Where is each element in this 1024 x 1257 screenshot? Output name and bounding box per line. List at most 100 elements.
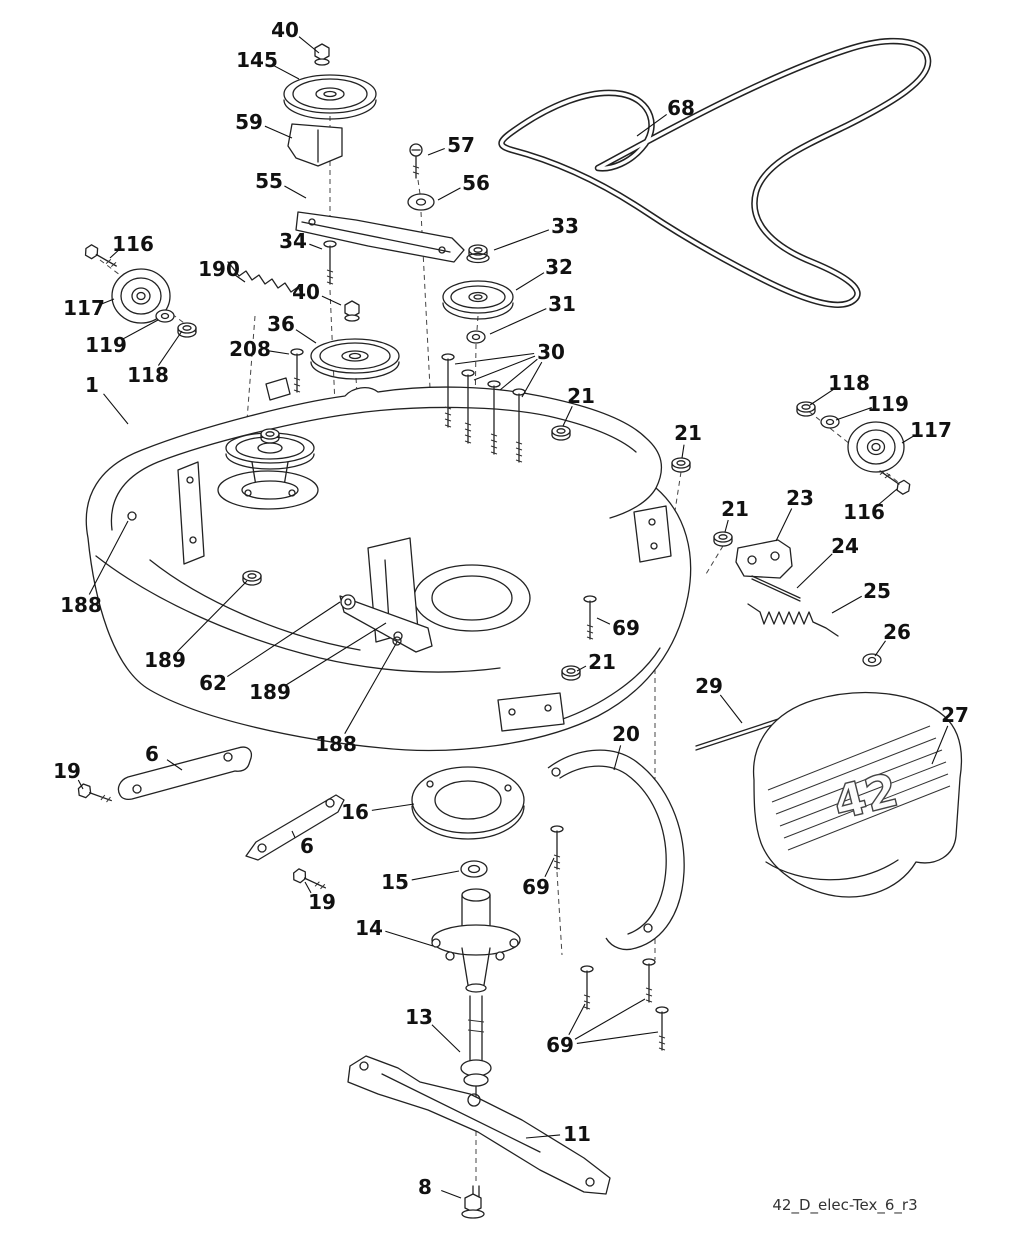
callout-118: 118	[127, 363, 169, 387]
callout-13: 13	[405, 1005, 433, 1029]
leader-line	[166, 759, 183, 771]
bracket-23	[735, 539, 793, 579]
callout-32: 32	[545, 255, 573, 279]
callout-23: 23	[786, 486, 814, 510]
callout-59: 59	[235, 110, 263, 134]
leader-line	[157, 330, 183, 366]
callout-27: 27	[941, 703, 969, 727]
washer-56	[407, 193, 435, 211]
leader-line	[544, 857, 555, 878]
nut-40-b	[344, 300, 360, 322]
callout-26: 26	[883, 620, 911, 644]
callout-30: 30	[537, 340, 565, 364]
callout-55: 55	[255, 169, 283, 193]
bracket-6-right	[245, 794, 345, 861]
callout-119: 119	[85, 333, 127, 357]
callout-69: 69	[546, 1033, 574, 1057]
leader-line	[103, 393, 129, 425]
callout-15: 15	[381, 870, 409, 894]
leader-line	[931, 725, 949, 765]
baffle-20	[547, 749, 685, 951]
leader-line	[321, 295, 342, 306]
leader-line	[562, 406, 573, 427]
leader-line	[411, 870, 460, 881]
cover-ring-16	[411, 766, 525, 840]
spring-190	[227, 261, 303, 296]
leader-line	[724, 519, 729, 533]
callout-6: 6	[300, 834, 314, 858]
nut-21-b	[671, 457, 691, 473]
leader-line	[835, 407, 872, 421]
leader-line	[796, 553, 833, 589]
washer-26	[862, 653, 882, 667]
blade-11	[347, 1055, 611, 1195]
leader-line	[493, 229, 550, 251]
callout-57: 57	[447, 133, 475, 157]
callout-40: 40	[271, 18, 299, 42]
leader-line	[454, 352, 535, 365]
leader-line	[176, 580, 248, 653]
leader-line	[568, 1003, 586, 1036]
callout-69: 69	[612, 616, 640, 640]
bolt-208	[290, 348, 304, 393]
leader-line	[489, 308, 547, 335]
callout-117: 117	[910, 418, 952, 442]
callout-56: 56	[462, 171, 490, 195]
leader-line	[831, 595, 862, 614]
callout-69: 69	[522, 875, 550, 899]
nut-21-c	[713, 531, 733, 547]
callout-24: 24	[831, 534, 859, 558]
callout-208: 208	[229, 337, 271, 361]
deck-spindle-assembly	[225, 428, 315, 500]
callout-188: 188	[315, 732, 357, 756]
nut-33	[468, 244, 488, 260]
leader-line	[88, 520, 129, 595]
gauge-wheel-left-group	[82, 242, 197, 338]
idler-pulley-36	[310, 338, 400, 380]
leader-line	[298, 36, 320, 54]
leader-line	[499, 358, 538, 391]
callout-189: 189	[249, 680, 291, 704]
leader-line	[636, 113, 667, 137]
callout-6: 6	[145, 742, 159, 766]
leader-line	[304, 881, 312, 894]
leader-line	[473, 355, 536, 381]
bolt-69-b	[550, 825, 564, 870]
leader-line	[227, 601, 341, 678]
callout-33: 33	[551, 214, 579, 238]
callout-11: 11	[563, 1122, 591, 1146]
callout-118: 118	[828, 371, 870, 395]
callout-21: 21	[721, 497, 749, 521]
callout-145: 145	[236, 48, 278, 72]
leader-line	[596, 617, 611, 625]
mower-deck-shell	[85, 377, 692, 752]
washer-119-left	[155, 309, 175, 323]
leader-line	[291, 830, 296, 838]
leader-line	[371, 803, 415, 811]
drive-belt	[498, 37, 932, 309]
callout-36: 36	[267, 312, 295, 336]
callout-31: 31	[548, 292, 576, 316]
leader-line	[576, 665, 587, 672]
callout-21: 21	[567, 384, 595, 408]
idler-pulley-145-group	[283, 43, 377, 167]
leader-line	[266, 349, 290, 355]
deck-cover-27: 42	[752, 691, 963, 898]
bearing-15	[460, 860, 488, 878]
leader-line	[109, 249, 119, 259]
leader-line	[574, 998, 646, 1040]
callout-188: 188	[60, 593, 102, 617]
callout-62: 62	[199, 671, 227, 695]
gauge-wheel-right-group	[796, 401, 913, 497]
callout-16: 16	[341, 800, 369, 824]
callout-40: 40	[292, 280, 320, 304]
leader-line	[877, 488, 898, 506]
leader-line	[521, 361, 543, 398]
leader-line	[613, 745, 622, 771]
callout-29: 29	[695, 674, 723, 698]
leader-line	[100, 298, 115, 306]
leader-line	[77, 779, 84, 790]
washer-119-right	[820, 415, 840, 429]
